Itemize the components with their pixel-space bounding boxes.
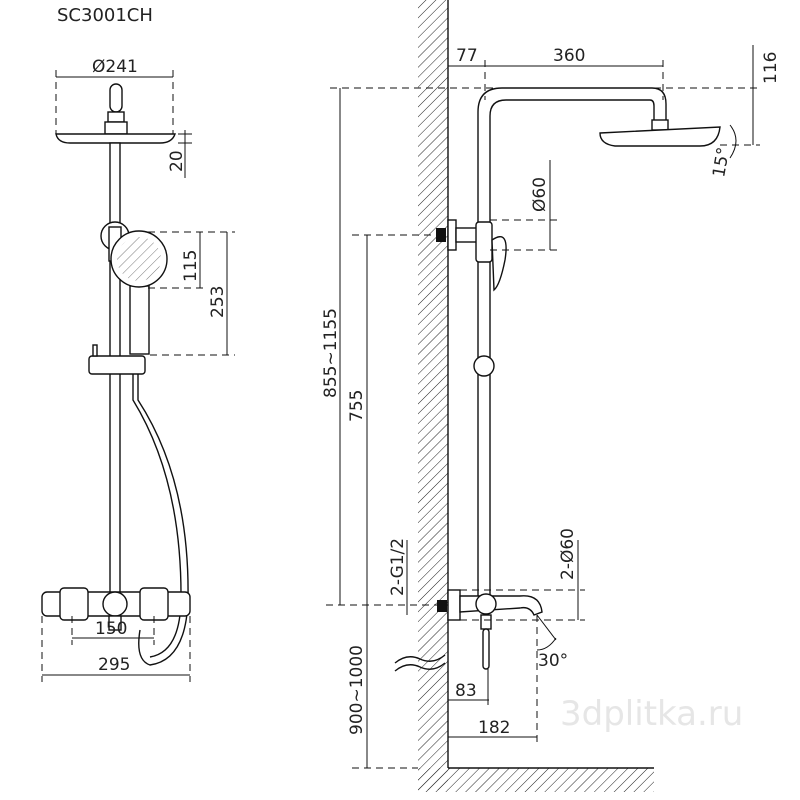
shower-head: [55, 133, 176, 144]
slider: [88, 355, 146, 375]
dim-inlet-thread: 2-G1/2: [388, 538, 408, 596]
outlet: [108, 615, 122, 631]
model-title: SC3001CH: [57, 5, 153, 26]
side-hose-outlet: [482, 628, 490, 670]
dim-install-height: 900~1000: [347, 645, 367, 735]
dim-arm-height: 116: [761, 52, 781, 84]
dim-head-angle: 15°: [709, 146, 734, 179]
watermark: 3dplitka.ru: [560, 694, 743, 734]
left-handle: [59, 587, 89, 621]
side-shower-head: [599, 126, 721, 147]
dim-riser-offset: 83: [455, 681, 477, 701]
shower-arm: [477, 87, 667, 600]
break-mark: [394, 654, 446, 672]
head-connector: [109, 83, 123, 113]
slider-knob: [92, 344, 98, 357]
dim-bracket-height: 755: [347, 390, 367, 422]
side-handshower: [491, 236, 507, 292]
dim-head-diameter: Ø241: [92, 57, 138, 77]
dim-head-thickness: 20: [167, 150, 187, 172]
hose: [137, 374, 189, 666]
dim-handshower-height: 115: [181, 250, 201, 282]
dim-handshower-to-slider: 253: [208, 286, 228, 318]
dim-inlet-spacing: 150: [95, 619, 127, 639]
dim-spout-angle: 30°: [538, 651, 568, 671]
angle-arc: [729, 124, 737, 159]
handshower-nozzles: [117, 237, 161, 281]
head-mount: [104, 121, 128, 135]
dim-bracket-diameter: Ø60: [530, 177, 550, 212]
head-nut: [107, 111, 125, 123]
dim-wall-offset: 77: [456, 46, 478, 66]
front-view: Ø241 20 115 253 150 295: [41, 57, 235, 682]
wall: [418, 0, 448, 790]
dim-arm-length: 360: [553, 46, 585, 66]
slider-knob-side: [473, 355, 495, 377]
escutcheon: [447, 589, 461, 621]
dim-total-height: 855~1155: [321, 308, 341, 398]
dim-spout-projection: 182: [478, 718, 510, 738]
handshower-handle: [129, 285, 150, 355]
side-spout: [459, 595, 543, 616]
diverter: [102, 591, 128, 617]
side-view: 77 360 116 15° Ø60 855~1155 755 900~1000…: [321, 0, 781, 792]
dim-escutcheon-diameter: 2-Ø60: [558, 528, 578, 580]
right-handle: [139, 587, 169, 621]
dim-mixer-width: 295: [98, 655, 130, 675]
floor: [418, 768, 654, 792]
side-diverter: [475, 593, 497, 615]
side-bracket-plate: [447, 219, 457, 251]
